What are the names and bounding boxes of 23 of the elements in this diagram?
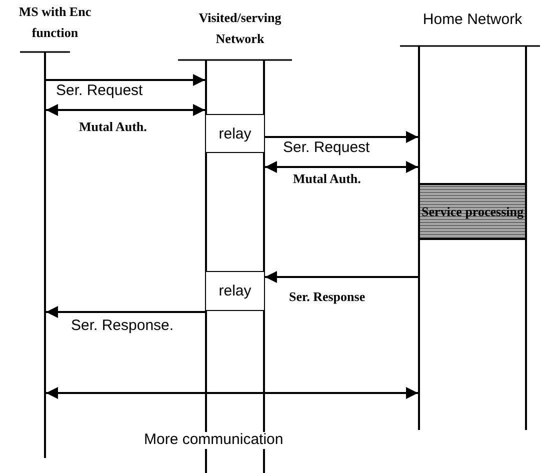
edge-label: Ser. Response bbox=[288, 290, 366, 304]
box-label: relay bbox=[218, 125, 252, 142]
arrow bbox=[46, 306, 205, 318]
edge-label: Ser. Response. bbox=[70, 318, 175, 334]
edge-label: Mutal Auth. bbox=[292, 172, 362, 186]
edge-label: Ser. Request bbox=[282, 140, 371, 156]
participant-label: MS with Enc function bbox=[18, 3, 92, 42]
arrow bbox=[265, 271, 418, 283]
shaded-process-box bbox=[418, 183, 527, 240]
edge-label: Mutal Auth. bbox=[78, 120, 148, 134]
arrow bbox=[46, 104, 205, 116]
process-box bbox=[205, 114, 265, 153]
arrow bbox=[46, 387, 418, 399]
arrow bbox=[46, 74, 205, 86]
process-box bbox=[205, 271, 265, 311]
arrow bbox=[265, 161, 418, 173]
edge-label: Ser. Request bbox=[55, 83, 144, 100]
participant-label: Visited/serving Network bbox=[198, 9, 282, 48]
box-label: relay bbox=[218, 282, 252, 300]
edge-label: More communication bbox=[143, 432, 284, 448]
participant-label: Home Network bbox=[422, 10, 524, 30]
box-label: Service processing bbox=[420, 204, 524, 220]
arrow bbox=[265, 131, 418, 143]
